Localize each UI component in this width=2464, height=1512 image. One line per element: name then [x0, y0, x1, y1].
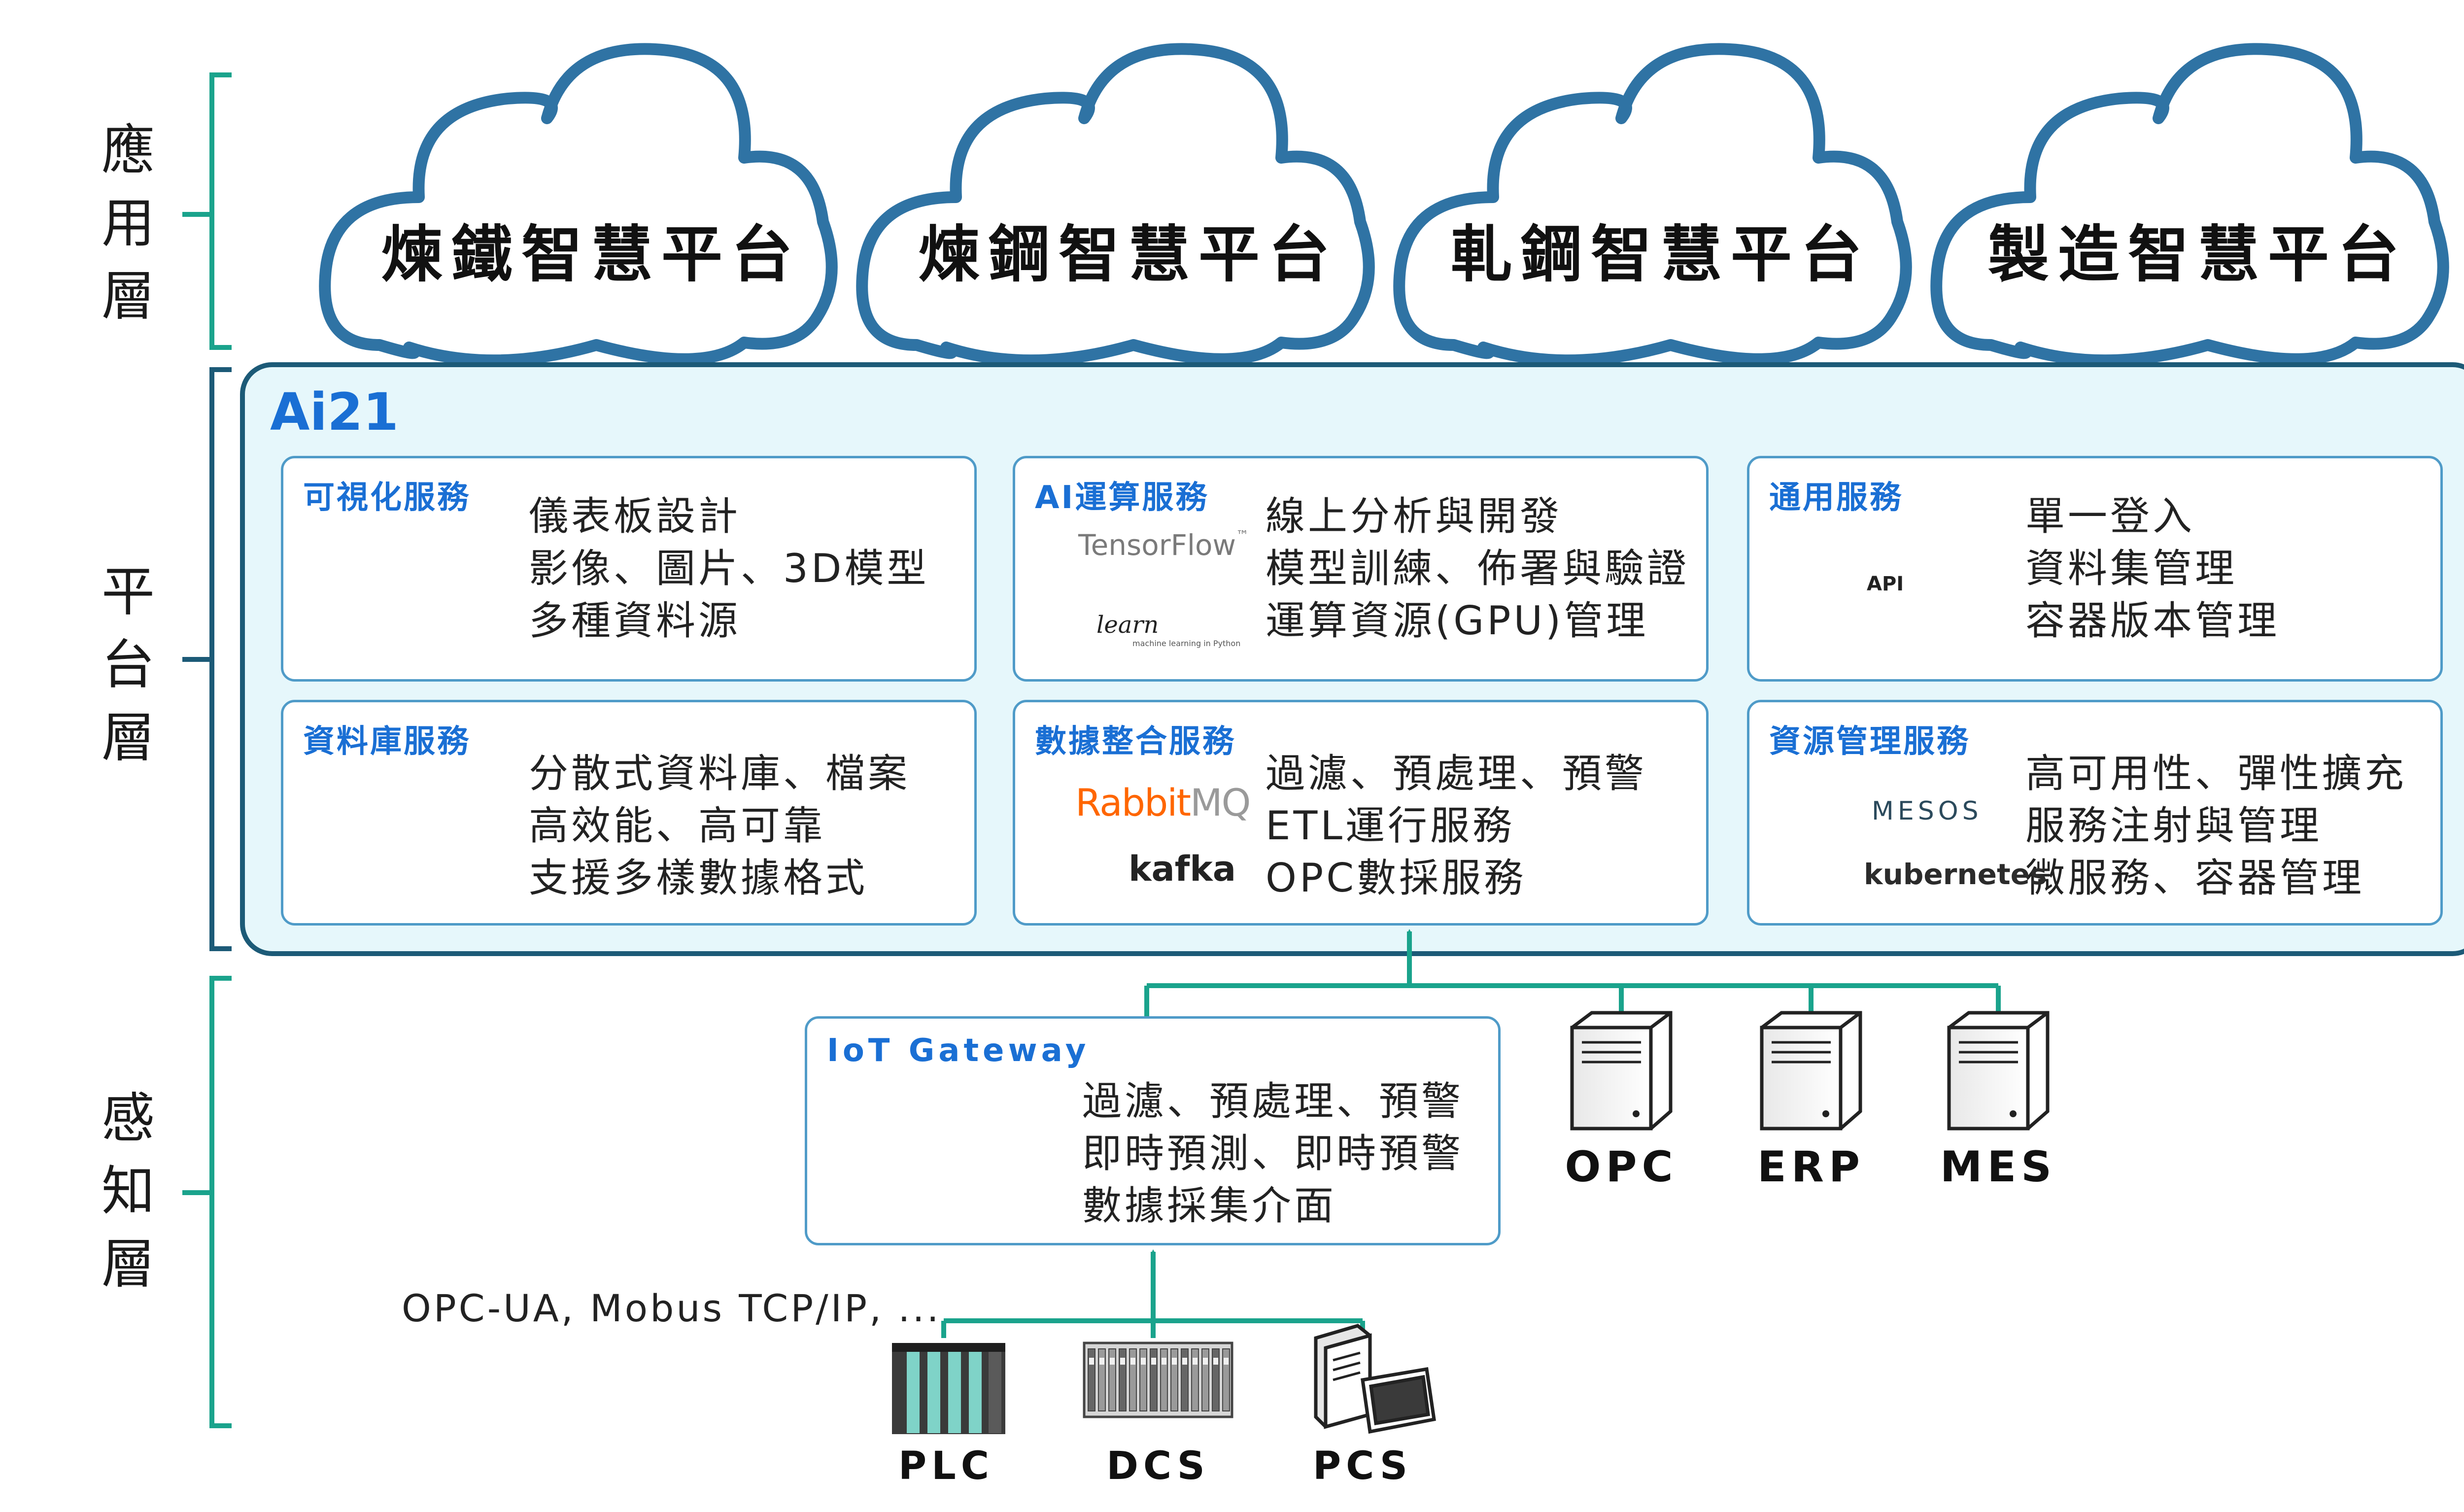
card-title: 可視化服務	[303, 480, 471, 516]
sklearn-wordmark: learn	[1096, 611, 1159, 639]
cloud-iron	[319, 43, 838, 367]
sklearn-badge: scikit	[1108, 602, 1133, 614]
tensorflow-wordmark: TensorFlow™	[1078, 528, 1249, 562]
app-layer-bracket	[182, 72, 232, 350]
sklearn-tagline: machine learning in Python	[1132, 639, 1241, 648]
kubernetes-wordmark: kubernetes	[1864, 858, 2047, 891]
sense-layer-label: 感知層	[101, 1088, 155, 1295]
platform-name: Ai21	[270, 382, 399, 442]
server-label-erp: ERP	[1757, 1142, 1865, 1192]
cloud-manufacturing	[1930, 43, 2449, 367]
card-resource-management: 資源管理服務 高可用性、彈性擴充服務注射與管理微服務、容器管理	[1747, 700, 2443, 926]
device-label-pcs: PCS	[1312, 1444, 1413, 1488]
card-database: 資料庫服務 分散式資料庫、檔案高效能、高可靠支援多樣數據格式	[281, 700, 977, 926]
cloud-group	[319, 43, 2449, 367]
connectors	[941, 929, 2001, 1338]
card-lines: 單一登入資料集管理容器版本管理	[2025, 493, 2280, 644]
card-title: AI運算服務	[1035, 480, 1209, 516]
device-label-plc: PLC	[898, 1444, 994, 1488]
iot-gateway-card: IoT Gateway 過濾、預處理、預警即時預測、即時預警數據採集介面	[805, 1016, 1501, 1245]
cloud-title-steel: 煉鋼智慧平台	[918, 219, 1338, 290]
server-mes-icon	[1947, 1011, 2050, 1131]
cloud-title-manufacturing: 製造智慧平台	[1987, 219, 2408, 290]
server-label-mes: MES	[1940, 1142, 2057, 1192]
cloud-rolling	[1393, 43, 1912, 367]
rabbitmq-wordmark: RabbitMQ	[1075, 781, 1251, 825]
api-label: API	[1867, 573, 1904, 595]
card-title: 資源管理服務	[1769, 723, 1970, 760]
cloud-title-rolling: 軋鋼智慧平台	[1450, 219, 1871, 290]
server-icons	[1570, 1011, 2050, 1131]
card-title: 資料庫服務	[303, 723, 471, 760]
platform-layer-bracket	[182, 367, 232, 951]
server-label-opc: OPC	[1565, 1142, 1678, 1192]
cloud-steel	[856, 43, 1375, 367]
card-lines: 分散式資料庫、檔案高效能、高可靠支援多樣數據格式	[529, 751, 910, 901]
mesos-wordmark: MESOS	[1872, 796, 1983, 826]
device-label-dcs: DCS	[1106, 1444, 1210, 1488]
card-visualization: 可視化服務 儀表板設計影像、圖片、3D模型多種資料源	[281, 456, 977, 682]
card-ai-compute: AI運算服務 線上分析與開發模型訓練、佈署與驗證運算資源(GPU)管理	[1013, 456, 1709, 682]
cloud-title-iron: 煉鐵智慧平台	[381, 219, 801, 290]
card-lines: 線上分析與開發模型訓練、佈署與驗證運算資源(GPU)管理	[1266, 493, 1689, 644]
platform-layer-label: 平台層	[101, 561, 155, 769]
card-title: 通用服務	[1769, 480, 1903, 516]
card-title: 數據整合服務	[1035, 723, 1236, 760]
server-opc-icon	[1570, 1011, 1673, 1131]
kafka-wordmark: kafka	[1129, 849, 1236, 889]
gateway-title: IoT Gateway	[827, 1032, 1090, 1069]
protocol-text: OPC-UA, Mobus TCP/IP, ...	[402, 1286, 941, 1330]
pcs-computer-icon	[1314, 1324, 1436, 1434]
app-layer-label: 應用層	[101, 120, 155, 327]
server-erp-icon	[1760, 1011, 1862, 1131]
dcs-icon	[1083, 1341, 1233, 1418]
plc-icon	[892, 1343, 1005, 1434]
gateway-lines: 過濾、預處理、預警即時預測、即時預警數據採集介面	[1082, 1078, 1464, 1229]
card-lines: 儀表板設計影像、圖片、3D模型多種資料源	[529, 493, 929, 644]
card-common: 通用服務 單一登入資料集管理容器版本管理	[1747, 456, 2443, 682]
card-lines: 高可用性、彈性擴充服務注射與管理微服務、容器管理	[2025, 751, 2407, 901]
sense-layer-bracket	[182, 976, 232, 1428]
